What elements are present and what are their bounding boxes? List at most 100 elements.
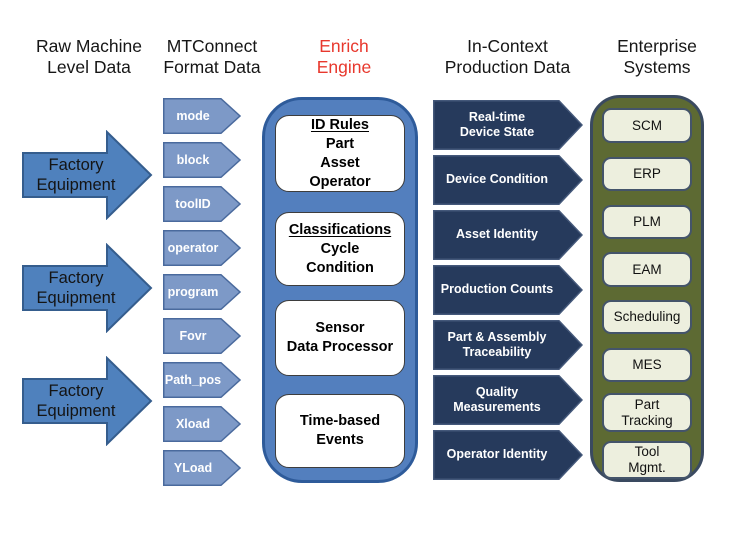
chevron-polygon — [163, 450, 241, 486]
column-header-mtconnect-format-data: MTConnect Format Data — [142, 36, 282, 78]
right-arrow-shape — [433, 155, 583, 205]
box-line: Data Processor — [286, 339, 394, 355]
system-box-tool-mgmt: Tool Mgmt. — [602, 441, 692, 479]
right-arrow-polygon — [433, 375, 583, 425]
mtconnect-tag-path-pos: Path_pos — [163, 362, 241, 398]
system-box-scm: SCM — [602, 108, 692, 143]
mtconnect-tag-operator: operator — [163, 230, 241, 266]
label-line: Measurements — [453, 400, 541, 414]
label-line: Device Condition — [445, 172, 549, 187]
mtconnect-tag-fovr: Fovr — [163, 318, 241, 354]
chevron-shape — [163, 98, 241, 134]
chevron-shape — [163, 450, 241, 486]
in-context-arrow-device-condition: Device Condition — [433, 155, 583, 205]
arrow-label: Real-time Device State — [433, 100, 561, 150]
in-context-arrow-real-time-device-state: Real-time Device State — [433, 100, 583, 150]
tag-label: Xload — [175, 417, 211, 431]
right-arrow-polygon — [22, 356, 153, 446]
system-box-erp: ERP — [602, 157, 692, 191]
box-title: ID Rules — [310, 116, 369, 133]
chevron-polygon — [163, 406, 241, 442]
factory-equipment-label: Factory Equipment — [24, 356, 128, 446]
right-arrow-polygon — [433, 320, 583, 370]
label-line: Factory — [48, 382, 104, 400]
box-line: Time-based — [299, 413, 381, 429]
system-box-part-tracking: Part Tracking — [602, 393, 692, 432]
box-line: Events — [316, 432, 364, 448]
chevron-polygon — [163, 230, 241, 266]
right-arrow-shape — [433, 320, 583, 370]
system-box-eam: EAM — [602, 252, 692, 287]
system-box-scheduling: Scheduling — [602, 300, 692, 334]
right-arrow-shape — [433, 430, 583, 480]
header-line: Enrich — [319, 36, 369, 56]
factory-equipment-arrow-3: Factory Equipment — [22, 356, 154, 446]
enrich-box-sensor-data-processor: Sensor Data Processor — [275, 300, 405, 376]
chevron-shape — [163, 318, 241, 354]
factory-equipment-label: Factory Equipment — [24, 130, 128, 220]
system-label: Tool — [634, 444, 660, 459]
chevron-shape — [163, 406, 241, 442]
chevron-shape — [163, 274, 241, 310]
label-line: Factory — [48, 156, 104, 174]
right-arrow-polygon — [22, 243, 153, 333]
arrow-label: Part & Assembly Traceability — [433, 320, 561, 370]
enrich-box-time-based-events: Time-based Events — [275, 394, 405, 468]
system-label: Part — [634, 396, 660, 412]
enrich-box-id-rules: ID Rules Part Asset Operator — [275, 115, 405, 192]
header-line: Level Data — [47, 57, 131, 77]
header-line: Raw Machine — [35, 36, 143, 56]
system-label: Mgmt. — [628, 460, 666, 475]
label-line: Equipment — [36, 402, 116, 420]
chevron-shape — [163, 230, 241, 266]
mtconnect-tag-toolid: toolID — [163, 186, 241, 222]
chevron-polygon — [163, 98, 241, 134]
chevron-polygon — [163, 186, 241, 222]
label-line: Asset Identity — [456, 227, 538, 242]
header-line: Production Data — [444, 57, 571, 77]
chevron-polygon — [163, 362, 241, 398]
chevron-polygon — [163, 142, 241, 178]
tag-label: program — [167, 285, 219, 299]
label-line: Equipment — [36, 289, 116, 307]
right-arrow-polygon — [433, 265, 583, 315]
label-line: Quality — [475, 384, 519, 399]
system-box-mes: MES — [602, 348, 692, 382]
mtconnect-tag-program: program — [163, 274, 241, 310]
tag-label: operator — [167, 241, 219, 255]
chevron-shape — [163, 362, 241, 398]
right-arrow-polygon — [433, 155, 583, 205]
label-line: Part & Assembly — [447, 329, 547, 344]
factory-equipment-arrow-2: Factory Equipment — [22, 243, 154, 333]
chevron-polygon — [163, 274, 241, 310]
right-arrow-polygon — [433, 430, 583, 480]
chevron-shape — [163, 186, 241, 222]
column-header-enterprise-systems: Enterprise Systems — [590, 36, 724, 78]
right-arrow-polygon — [433, 210, 583, 260]
box-line: Condition — [306, 259, 374, 276]
box-line: Sensor — [315, 320, 365, 336]
column-header-raw-machine-data: Raw Machine Level Data — [10, 36, 168, 78]
right-arrow-polygon — [433, 100, 583, 150]
box-line: Operator — [309, 173, 371, 190]
label-line: Traceability — [462, 345, 532, 359]
arrow-label: Quality Measurements — [433, 375, 561, 425]
tag-label: toolID — [175, 197, 211, 211]
label-line: Factory — [48, 269, 104, 287]
box-line: Asset — [320, 154, 360, 171]
mtconnect-tag-block: block — [163, 142, 241, 178]
label-line: Real-time — [468, 109, 526, 124]
system-label: SCM — [632, 117, 662, 133]
right-arrow-shape — [22, 356, 153, 446]
header-line: MTConnect — [166, 36, 258, 56]
enrich-engine-container: ID Rules Part Asset Operator Classificat… — [262, 97, 418, 483]
right-arrow-shape — [433, 100, 583, 150]
header-line: Enterprise — [617, 36, 697, 56]
enterprise-systems-container: SCM ERP PLM EAM Scheduling MES Part Trac… — [590, 95, 704, 482]
box-line: Cycle — [320, 240, 360, 257]
tag-label: Fovr — [179, 329, 207, 343]
chevron-polygon — [163, 318, 241, 354]
right-arrow-shape — [433, 375, 583, 425]
column-header-in-context-production-data: In-Context Production Data — [425, 36, 590, 78]
label-line: Device State — [459, 125, 535, 139]
